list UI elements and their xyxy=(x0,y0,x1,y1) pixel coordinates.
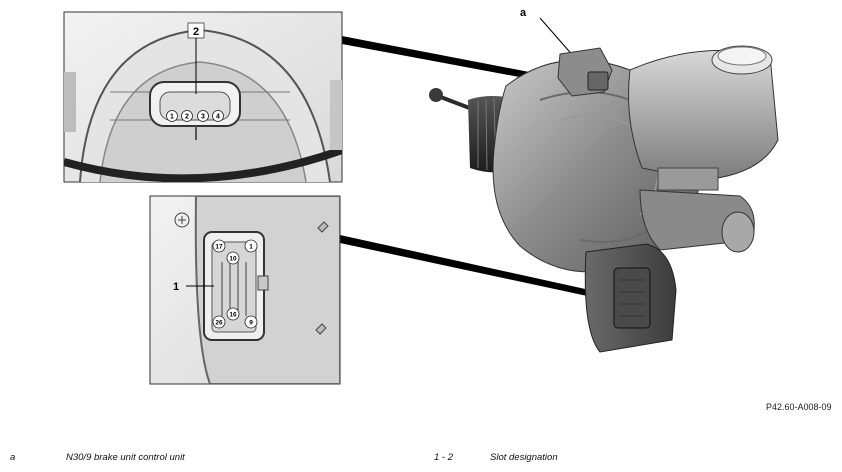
bottom-pin-2-label: 1 xyxy=(249,243,253,250)
top-pin-3: 3 xyxy=(197,110,209,122)
bottom-pin-3-label: 10 xyxy=(229,255,237,262)
callout-1-label: 1 xyxy=(173,281,179,293)
control-unit-connector xyxy=(613,267,651,329)
bottom-pin-4-circle xyxy=(212,315,226,329)
top-pin-4: 4 xyxy=(212,110,224,122)
bottom-pin-4-label: 26 xyxy=(215,319,223,326)
top-pin-3-circle xyxy=(197,110,209,122)
callout-2-box xyxy=(187,22,205,39)
top-pin-1-label: 1 xyxy=(170,114,174,121)
top-pin-4-label: 4 xyxy=(216,114,220,121)
top-pin-1: 1 xyxy=(166,110,178,122)
top-pin-2-circle xyxy=(181,110,193,122)
bottom-pin-4: 26 xyxy=(212,315,226,329)
bottom-pin-3-circle xyxy=(226,251,240,265)
legend-key-a: a xyxy=(10,452,16,463)
top-pin-group: 1 2 3 4 xyxy=(166,110,224,122)
legend-key-1-2: 1 - 2 xyxy=(434,452,454,463)
bottom-pin-1: 17 xyxy=(212,239,226,253)
reference-code: P42.60-A008-09 xyxy=(766,402,832,412)
bottom-pin-2: 1 xyxy=(244,239,258,253)
fluid-reservoir xyxy=(628,49,779,181)
bottom-pin-1-circle xyxy=(212,239,226,253)
callout-a-label: a xyxy=(520,7,527,19)
bottom-pin-group: 17 1 10 26 16 9 xyxy=(212,239,258,329)
sensor-connector xyxy=(587,71,609,91)
legend-text-a: N30/9 brake unit control unit xyxy=(66,452,185,463)
top-pin-4-circle xyxy=(212,110,224,122)
bottom-pin-2-circle xyxy=(244,239,258,253)
bottom-pin-5-label: 16 xyxy=(229,311,237,318)
bottom-pin-6-circle xyxy=(244,315,258,329)
brake-unit-illustration xyxy=(429,45,779,353)
callout-2-label: 2 xyxy=(193,26,199,38)
inset-bottom: 1 17 1 10 26 16 9 xyxy=(149,195,341,385)
bottom-pin-1-label: 17 xyxy=(215,243,223,250)
top-pin-2-label: 2 xyxy=(185,114,189,121)
legend-text-1-2: Slot designation xyxy=(490,452,558,463)
top-pin-2: 2 xyxy=(181,110,193,122)
top-pin-1-circle xyxy=(166,110,178,122)
bottom-pin-5-circle xyxy=(226,307,240,321)
top-pin-3-label: 3 xyxy=(201,114,205,121)
push-rod-ball xyxy=(429,88,443,102)
leader-line-bottom xyxy=(340,235,608,300)
inset-top: 2 1 2 3 4 xyxy=(63,11,343,183)
bottom-pin-3: 10 xyxy=(226,251,240,265)
bottom-pin-6-label: 9 xyxy=(249,319,253,326)
bottom-pin-6: 9 xyxy=(244,315,258,329)
bottom-pin-5: 16 xyxy=(226,307,240,321)
